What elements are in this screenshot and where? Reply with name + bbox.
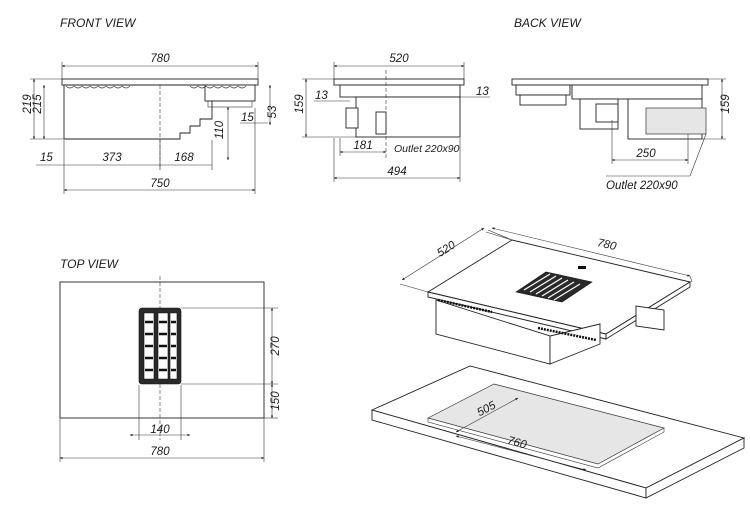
- front-dim-219: 219: [22, 94, 34, 115]
- front-view-title: FRONT VIEW: [60, 16, 137, 30]
- top-view-title: TOP VIEW: [60, 257, 120, 271]
- top-view: TOP VIEW 270 150 140 780: [59, 257, 282, 462]
- isometric-view: 520 780 505 760: [370, 227, 746, 499]
- side-bracket: [375, 111, 387, 135]
- side-outlet-box: [345, 107, 359, 129]
- front-glass-plate: [61, 78, 259, 86]
- front-body: [63, 84, 213, 140]
- top-dim-270: 270: [270, 336, 282, 357]
- iso-body-side: [549, 323, 601, 365]
- front-outlet-stub: [207, 100, 253, 108]
- side-upper-body: [339, 84, 461, 98]
- side-view: 520 159 13 13 181 Outlet 220x90 494: [294, 53, 490, 182]
- back-motor-box: [595, 103, 619, 123]
- back-dim-250: 250: [635, 148, 656, 160]
- front-dim-373: 373: [102, 152, 122, 164]
- front-view: FRONT VIEW 780 219 215 110 15 53: [22, 16, 279, 194]
- front-dim-780: 780: [150, 53, 170, 65]
- top-dim-780: 780: [150, 446, 170, 458]
- side-dim-181: 181: [353, 140, 372, 152]
- side-dim-159: 159: [294, 94, 306, 114]
- front-dim-215: 215: [32, 94, 44, 115]
- iso-dim-520: 520: [435, 239, 458, 260]
- back-upper-body: [571, 84, 703, 100]
- front-dim-110: 110: [214, 120, 226, 139]
- iso-dim-780: 780: [596, 237, 618, 253]
- top-dim-140: 140: [150, 424, 170, 436]
- back-left-lower: [519, 94, 567, 106]
- iso-dim-760: 760: [506, 435, 528, 452]
- front-vent-right: [189, 85, 247, 89]
- front-dim-168: 168: [174, 152, 194, 164]
- back-dim-159: 159: [720, 94, 732, 114]
- side-lower-body: [355, 96, 461, 138]
- back-outlet-label: Outlet 220x90: [606, 180, 678, 192]
- back-view-title: BACK VIEW: [514, 16, 582, 30]
- side-dim-13-right: 13: [476, 86, 489, 98]
- front-dim-750: 750: [150, 178, 170, 190]
- iso-motor: [635, 305, 665, 331]
- back-left-block: [515, 84, 571, 96]
- iso-grille: [515, 271, 593, 303]
- side-dim-494: 494: [387, 166, 406, 178]
- front-dim-53: 53: [267, 105, 279, 118]
- side-glass-plate: [333, 78, 465, 86]
- front-vent-left: [65, 85, 131, 89]
- side-outlet-label: Outlet 220x90: [394, 143, 460, 155]
- back-glass-plate: [511, 78, 709, 86]
- back-outlet-opening: [645, 107, 707, 135]
- front-dim-15-left: 15: [40, 152, 53, 164]
- back-view: BACK VIEW 159 250 Outlet 220x90: [511, 16, 732, 192]
- front-dim-15-right: 15: [241, 112, 254, 124]
- side-dim-520: 520: [389, 53, 409, 65]
- side-dim-13-left: 13: [315, 90, 328, 102]
- top-dim-150: 150: [270, 391, 282, 411]
